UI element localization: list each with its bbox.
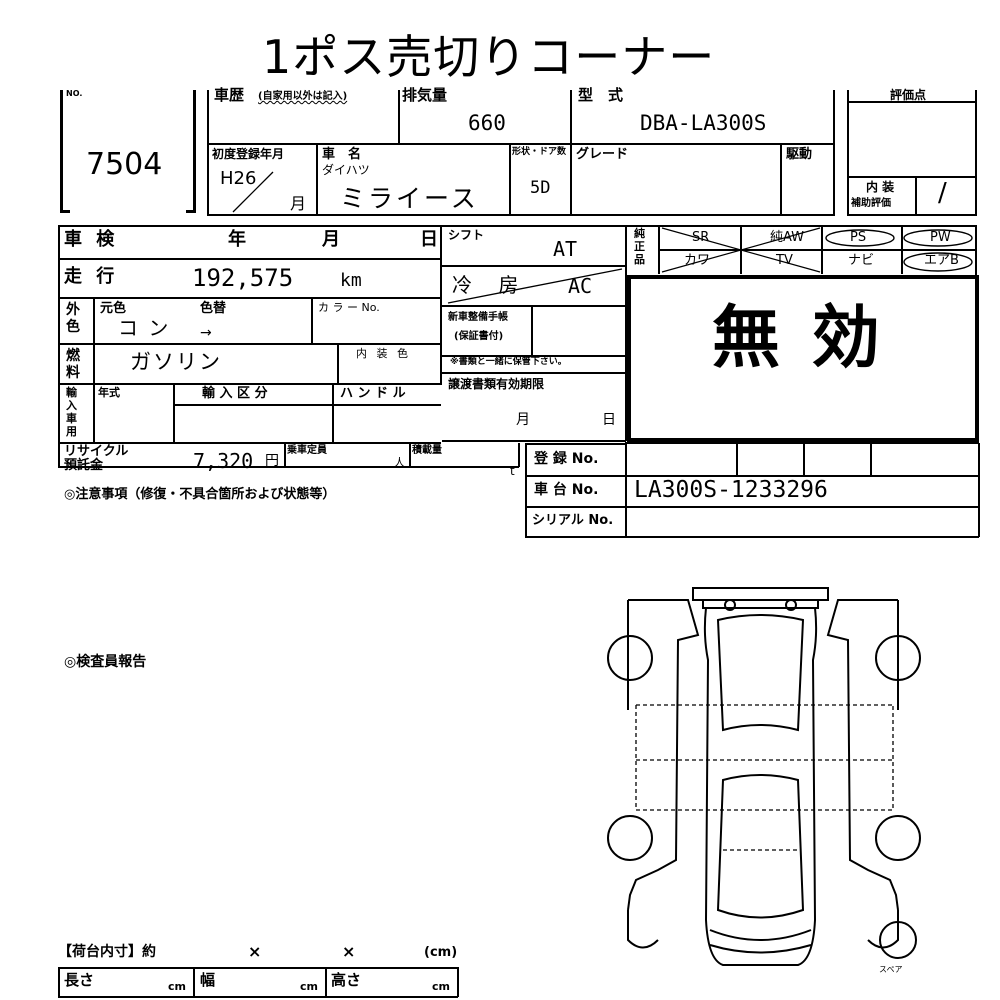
equip-navi: ナビ (848, 253, 875, 268)
displacement-label: 排気量 (402, 86, 448, 104)
invalid-stamp: 無 効 (712, 299, 884, 378)
cargo-times-1: × (248, 942, 262, 961)
lot-number: 7504 (86, 147, 163, 182)
inspector-label: ◎検査員報告 (64, 654, 147, 670)
inspection-label: 車 検 (64, 229, 119, 250)
shift-value: AT (553, 237, 578, 261)
keep-note: ※書類と一緒に保管下さい。 (450, 357, 567, 367)
first-reg-label: 初度登録年月 (212, 147, 285, 161)
color-no-label: カ ラ ー No. (318, 301, 380, 314)
ac-strike (447, 268, 623, 304)
equip-airbag: エアB (924, 253, 959, 268)
doors-label: 形状・ドア数 (512, 147, 567, 157)
import-class-label: 輸 入 区 分 (202, 386, 268, 401)
bracket-right-foot (186, 210, 196, 213)
first-reg-year: H26 (220, 168, 257, 189)
first-reg-slash (232, 171, 274, 213)
warranty-label: (保証書付) (454, 331, 504, 342)
transfer-month-unit: 月 (516, 412, 530, 428)
fuel-value: ガソリン (130, 350, 222, 374)
maker: ダイハツ (322, 163, 370, 177)
chassis-value: LA300S-1233296 (634, 477, 828, 503)
ac-value: AC (568, 274, 593, 298)
length-label: 長さ (64, 971, 95, 989)
capacity-label: 乗車定員 (287, 445, 327, 456)
person-unit: 人 (394, 456, 405, 469)
bracket-left (60, 90, 63, 212)
inspection-day-unit: 日 (420, 229, 438, 250)
mileage-label: 走 行 (64, 266, 119, 287)
recycle-label: リサイクル (64, 444, 129, 459)
bracket-left-foot (60, 210, 70, 213)
car-diagram (607, 587, 921, 966)
lot-no-label: NO. (66, 89, 83, 98)
score-label: 評価点 (890, 88, 927, 102)
interior-sub-value: / (938, 178, 947, 208)
equip-ps: PS (850, 230, 867, 245)
history-label: 車歴 (214, 86, 245, 104)
exterior-color: コ ン (118, 316, 171, 340)
mileage-value: 192,575 (192, 264, 294, 292)
yen-unit: 円 (265, 453, 279, 469)
recycle-label2: 預託金 (64, 458, 104, 473)
equip-sr: SR (692, 230, 710, 245)
model-value: DBA-LA300S (640, 111, 767, 135)
repaint-label: 色替 (200, 301, 227, 316)
transfer-label: 譲渡書類有効期限 (448, 377, 545, 391)
new-car-manual-label: 新車整備手帳 (448, 312, 508, 323)
recycle-fee: 7,320 (193, 449, 254, 473)
height-label: 高さ (331, 971, 362, 989)
interior-color-label: 内 装 色 (356, 347, 411, 360)
ton-unit: t (510, 464, 515, 478)
year-type-label: 年式 (98, 386, 120, 399)
cargo-label: 【荷台内寸】約 (58, 944, 156, 960)
shift-label: シフト (448, 228, 485, 242)
first-reg-month-unit: 月 (290, 194, 307, 213)
notes-label: ◎注意事項（修復・不具合箇所および状態等） (64, 487, 336, 502)
import-label: 輸入車用 (66, 386, 77, 438)
interior-sub-label2: 補助評価 (851, 198, 891, 209)
equip-marks (661, 227, 973, 273)
interior-sub-label: 内 装 (866, 180, 895, 194)
ac-label: 冷 房 (452, 273, 529, 297)
equip-pw: PW (930, 230, 951, 245)
inspection-year-unit: 年 (228, 229, 246, 250)
fuel-label: 燃料 (66, 348, 80, 381)
model-label: 型 式 (578, 86, 624, 104)
history-note: (自家用以外は記入) (258, 91, 348, 102)
car-name-label: 車 名 (322, 147, 362, 162)
invalid-stamp-box (627, 275, 979, 442)
chassis-label: 車 台 No. (534, 482, 599, 498)
load-label: 積載量 (412, 445, 442, 456)
spare-label: スペア (879, 965, 903, 974)
drive-label: 駆動 (786, 147, 813, 162)
length-unit: cm (168, 980, 186, 993)
grade-label: グレード (576, 147, 629, 162)
car-name: ミライース (340, 184, 479, 213)
equip-label: 純正品 (634, 227, 645, 266)
reg-no-label: 登 録 No. (534, 451, 599, 467)
cargo-times-2: × (342, 942, 356, 961)
width-label: 幅 (200, 971, 216, 989)
mileage-unit: km (340, 270, 362, 291)
inspection-month-unit: 月 (322, 229, 340, 250)
handle-label: ハ ン ド ル (340, 386, 406, 401)
transfer-day-unit: 日 (602, 412, 616, 428)
orig-color-label: 元色 (100, 301, 127, 316)
page-title: 1ポス売切りコーナー (262, 30, 716, 84)
width-unit: cm (300, 980, 318, 993)
height-unit: cm (432, 980, 450, 993)
cargo-cm-paren: (cm) (424, 945, 458, 960)
serial-label: シリアル No. (532, 513, 614, 528)
exterior-label: 外色 (66, 302, 80, 335)
doors-value: 5D (530, 178, 551, 198)
color-arrow: → (200, 325, 212, 341)
displacement-value: 660 (468, 111, 506, 135)
bracket-right (193, 90, 196, 212)
